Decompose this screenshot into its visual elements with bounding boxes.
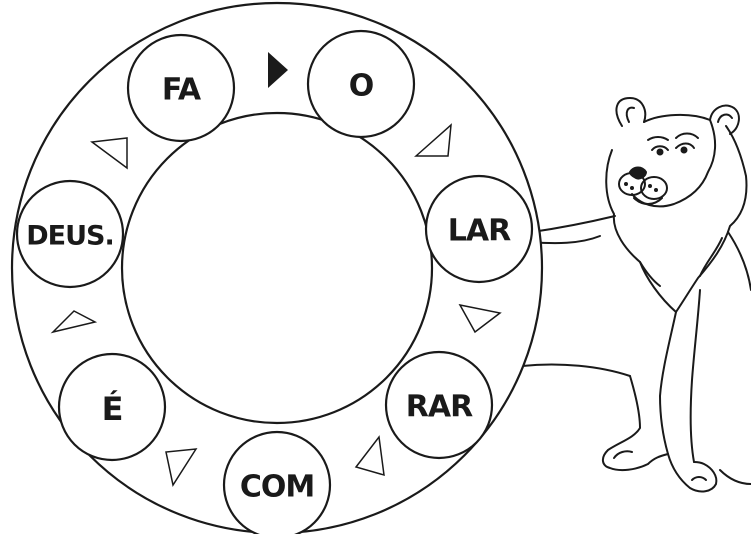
- syllable-circle-lar: LAR: [426, 176, 532, 282]
- syllable-com: COM: [240, 470, 314, 505]
- syllable-e: É: [102, 390, 123, 428]
- syllable-circle-rar: RAR: [386, 352, 492, 458]
- syllable-deus: DEUS.: [26, 221, 113, 252]
- syllable-lar: LAR: [448, 214, 511, 249]
- syllable-o: O: [349, 69, 374, 104]
- syllable-rar: RAR: [406, 390, 473, 425]
- syllable-circle-deus: DEUS.: [17, 181, 123, 287]
- syllable-circle-fa: FA: [128, 35, 234, 141]
- syllable-circle-o: O: [308, 31, 414, 137]
- inner-circle: [122, 113, 432, 423]
- syllable-wheel: FA O LAR RAR COM É DEUS.: [12, 3, 542, 534]
- syllable-circle-e: É: [59, 354, 165, 460]
- lion-illustration: [522, 98, 751, 491]
- syllable-fa: FA: [162, 73, 202, 108]
- syllable-circle-com: COM: [224, 432, 330, 534]
